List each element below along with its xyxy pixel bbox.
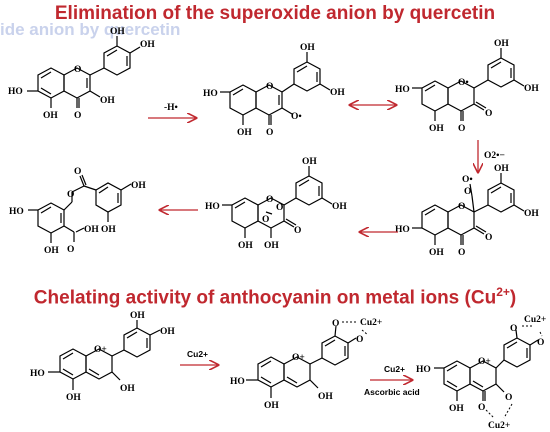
label-ho: HO [205,202,220,212]
label-o: O [67,245,74,255]
molecule-quercetin-radical: HO OH O O• O OH OH [203,43,345,138]
label-o: O [356,335,363,345]
label-oh: OH [330,88,345,98]
ghost-title-overlay: ide anion by quercetin [0,20,181,39]
label-oh: OH [131,181,146,191]
label-o: O [74,167,81,177]
label-o: O [67,190,74,200]
label-ho: HO [30,369,45,379]
label-cu: Cu2+ [524,315,546,325]
label-oh: OH [237,128,252,138]
molecule-endoperoxide: HO OH OH O O O O OH OH [205,157,347,251]
label-ho: HO [395,85,410,95]
label-superoxide: O2•− [484,151,505,161]
label-o-plus: O+ [478,357,491,367]
label-oh: OH [160,327,175,337]
label-o: O [266,82,273,92]
label-o: O [537,338,544,348]
molecule-peroxyl-adduct: HO OH O O O O O• OH OH [395,164,539,258]
label-oh: OH [300,43,315,53]
molecule-dual-cu-complex: HO OH O O O+ O O Cu2+ Cu2+ [416,315,546,431]
title-chelating-activity: Chelating activity of anthocyanin on met… [0,285,550,309]
label-oh: OH [449,404,464,414]
label-oh: OH [429,248,444,258]
label-o: O [458,124,465,134]
label-o: O [74,65,81,75]
label-o: O [458,202,465,212]
label-ho: HO [395,225,410,235]
label-oh: OH [302,157,317,167]
label-o: O [332,319,339,329]
label-o-ring-radical: O• [458,78,469,88]
label-o-plus: O+ [94,345,107,355]
label-oh: OH [238,241,253,251]
label-oh: OH [318,392,333,402]
label-o: O [294,226,301,236]
label-oh: OH [429,124,444,134]
label-oh: OH [264,241,279,251]
label-oh: OH [84,225,99,235]
label-oh: OH [44,246,59,256]
label-oh: OH [524,209,539,219]
label-oh: OH [264,401,279,411]
label-o: O [262,215,269,225]
label-peroxyl: O• [462,175,473,185]
label-oh: OH [494,39,509,49]
label-cu: Cu2+ [488,421,510,431]
label-oh: OH [332,202,347,212]
label-ho: HO [8,87,23,97]
label-o: O [266,195,273,205]
label-oh: OH [494,164,509,174]
label-oh: OH [43,111,58,121]
label-o: O [458,248,465,258]
label-cu: Cu2+ [360,318,382,328]
label-ho: HO [230,377,245,387]
label-reagent-ascorbic: Ascorbic acid [364,387,420,397]
label-oh: OH [101,225,116,235]
label-o: O [266,128,273,138]
label-oh: OH [100,96,115,106]
label-o: O [74,111,81,121]
label-oh: OH [130,311,145,321]
title-chelating-close: ) [509,287,517,309]
label-o: O [510,324,517,334]
label-reagent-cu: Cu2+ [384,364,405,374]
label-oh: OH [66,393,81,403]
label-ho: HO [203,89,218,99]
label-o: O [478,403,485,413]
molecule-depside-product: HO OH O O O OH OH OH [9,167,146,256]
label-oh: OH [524,84,539,94]
molecule-anthocyanin: HO OH OH O+ OH OH [30,311,175,403]
molecule-quercetin-radical-resonance: HO OH O O O• OH OH [395,39,539,134]
label-o: O [485,233,492,243]
label-oh: OH [120,384,135,394]
label-o: O [505,393,512,403]
label-o: O [276,203,283,213]
title-chelating-sup: 2+ [496,285,510,299]
label-oh: OH [140,40,155,50]
label-o-radical: O• [291,112,302,122]
label-reagent-cu: Cu2+ [187,349,208,359]
label-o: O [485,109,492,119]
title-chelating-text: Chelating activity of anthocyanin on met… [33,287,497,309]
label-o: O [464,187,471,197]
label-ho: HO [9,207,24,217]
label-o-plus: O+ [292,353,305,363]
molecule-anthocyanin-cu-complex: HO OH OH O+ O O Cu2+ [230,318,382,411]
molecule-quercetin: HO OH O OH O OH OH [8,27,155,121]
title-superoxide-elimination: Elimination of the superoxide anion by q… [54,3,496,24]
label-minus-h: -H• [164,103,178,113]
label-oh: OH [110,27,125,37]
label-ho: HO [416,365,431,375]
